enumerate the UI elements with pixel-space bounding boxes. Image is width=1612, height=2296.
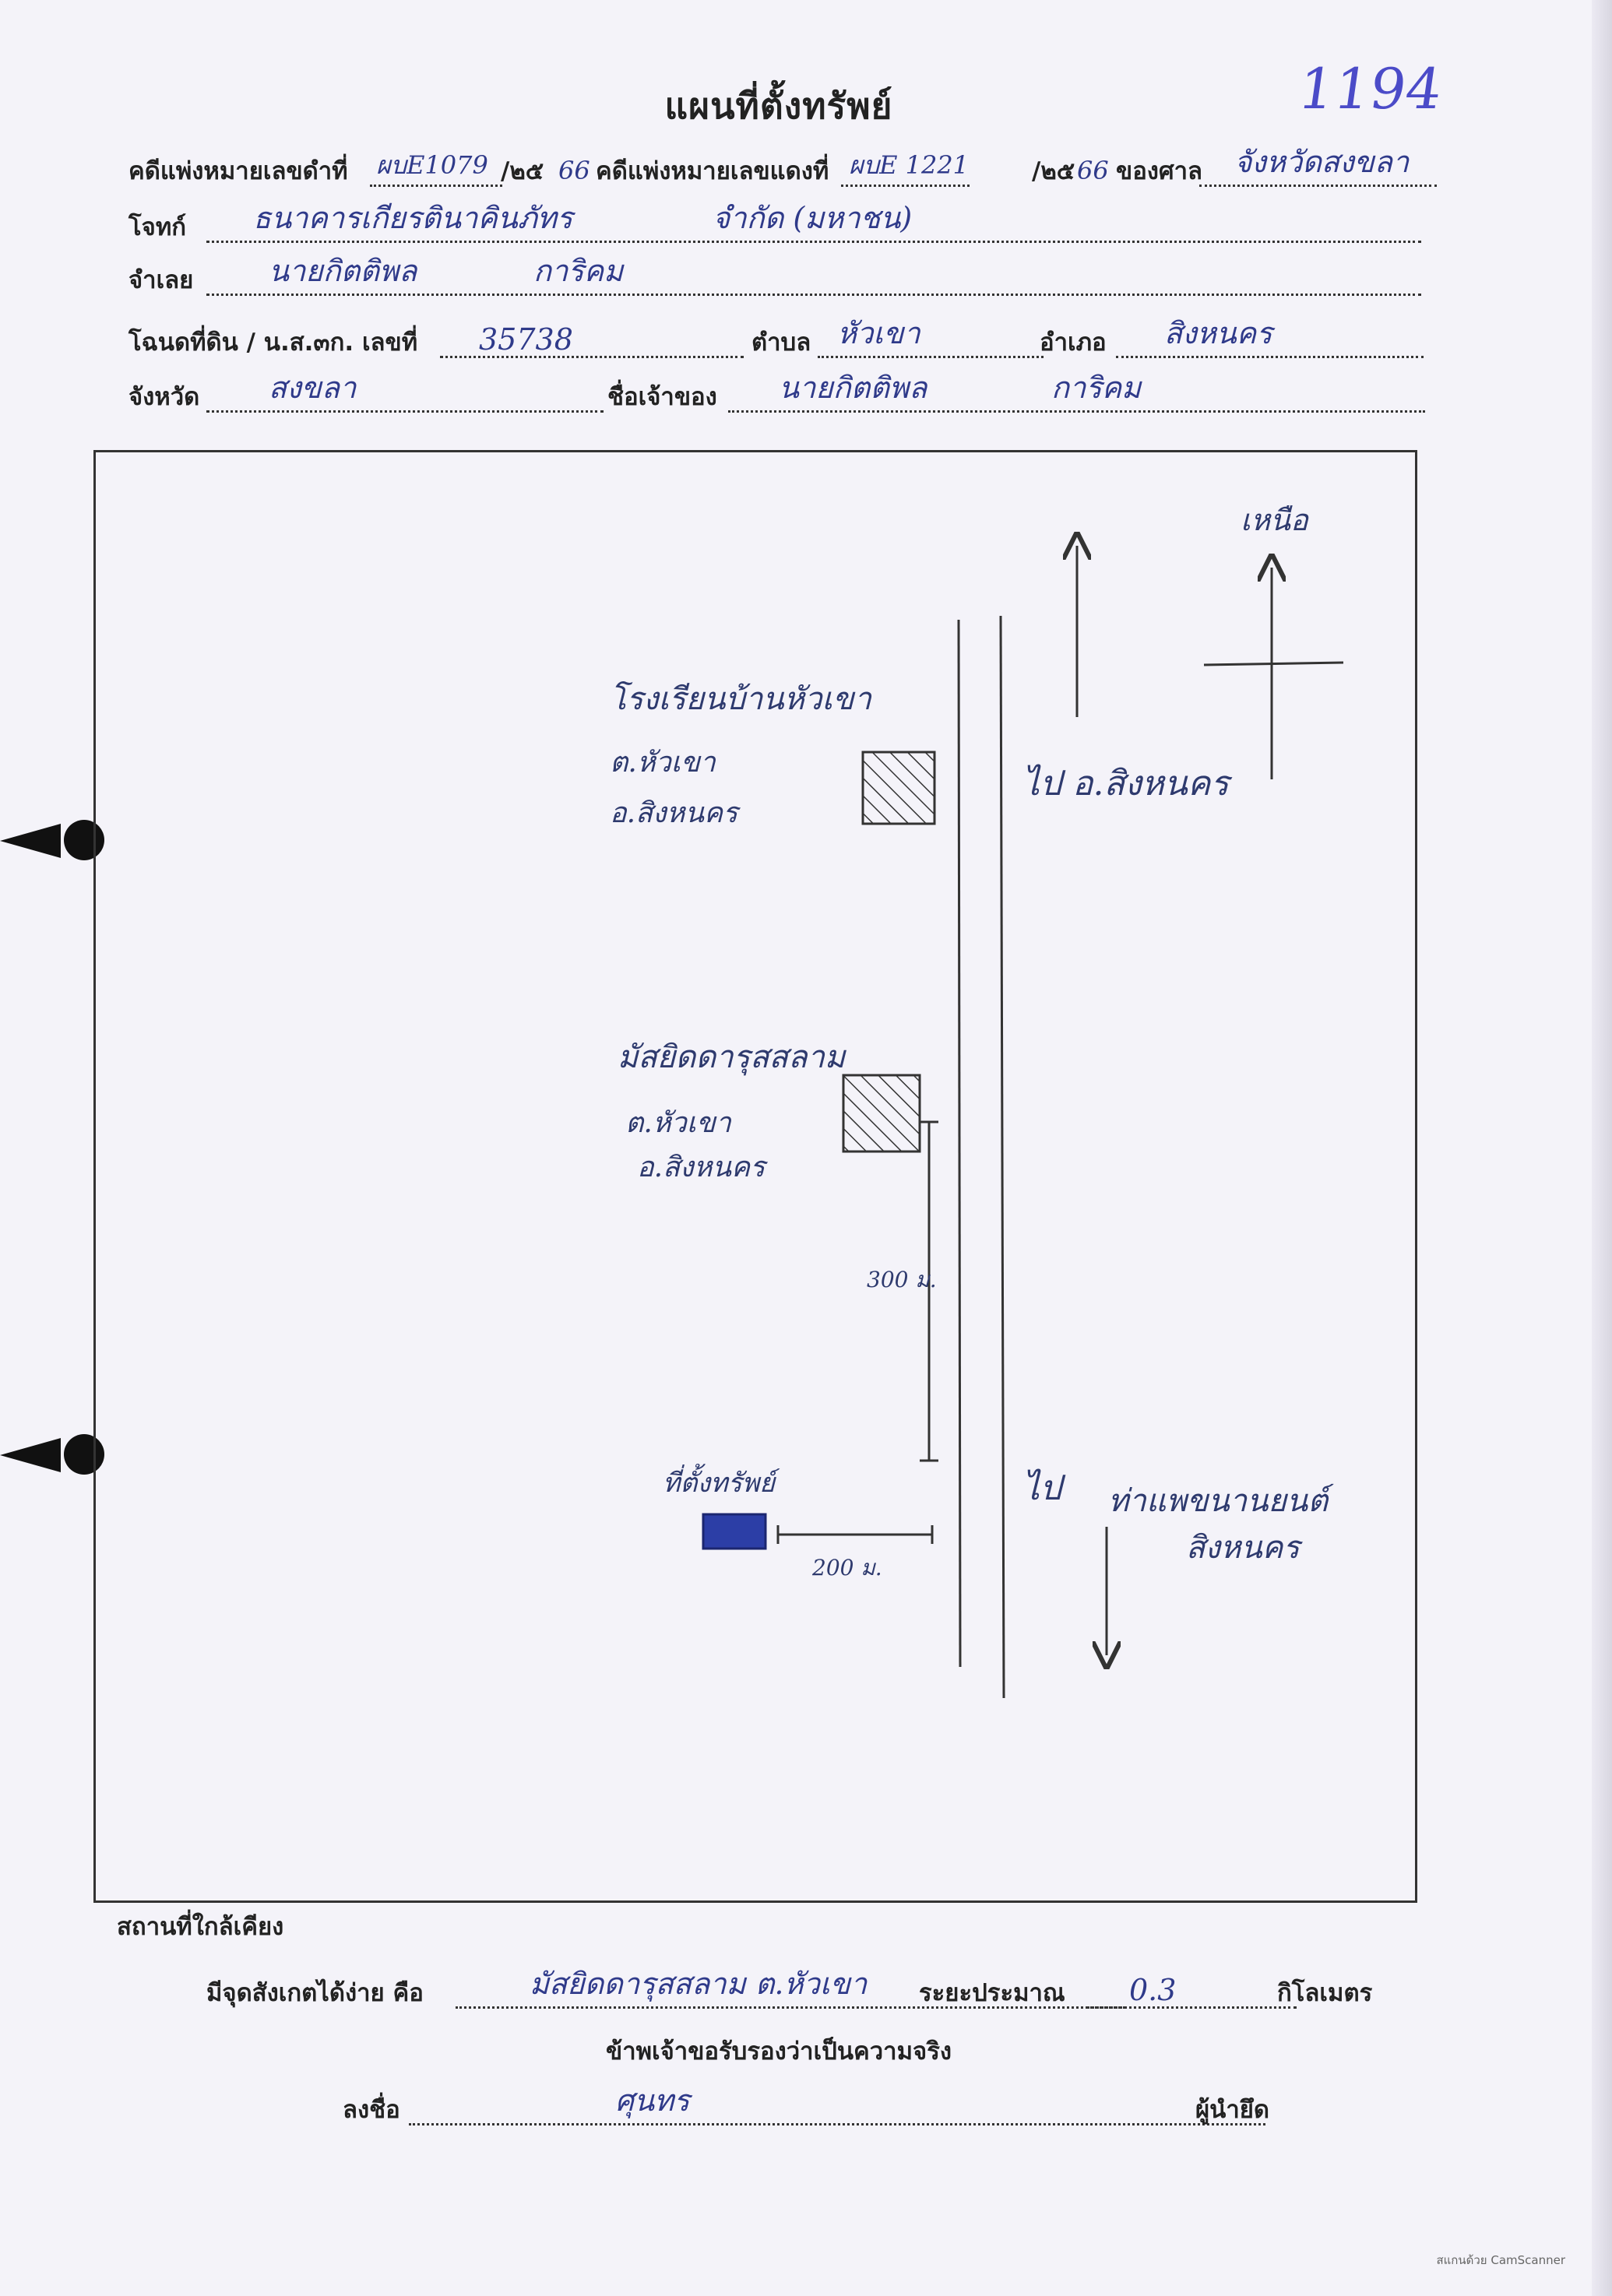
deed-number: 35738 <box>479 322 573 357</box>
red-case-number: ผบE 1221 <box>849 150 970 180</box>
black-case-number: ผบE1079 <box>376 150 488 180</box>
black-case-label: คดีแพ่งหมายเลขดำที่ <box>128 157 348 185</box>
defendant-label: จำเลย <box>128 266 194 294</box>
mosque-district: อ.สิงหนคร <box>637 1152 769 1183</box>
signature-row: ลงชื่อ ศุนทร ผู้นำยึด <box>343 2083 1355 2133</box>
page-edge <box>1592 0 1612 2296</box>
owner-surname: การิคม <box>1051 371 1142 405</box>
school-subdistrict: ต.หัวเขา <box>610 747 717 779</box>
black-case-year-prefix: /๒๕ <box>501 157 544 185</box>
subdistrict-label: ตำบล <box>751 329 811 357</box>
nearby-row: สถานที่ใกล้เคียง <box>117 1904 740 1950</box>
red-case-label: คดีแพ่งหมายเลขแดงที่ <box>596 157 829 185</box>
binder-tab-bottom <box>0 1438 61 1472</box>
landmark-value: มัสยิดดารุสสลาม ต.หัวเขา <box>530 1967 868 2001</box>
scanner-watermark: สแกนด้วย CamScanner <box>1436 2253 1565 2267</box>
red-case-year-prefix: /๒๕ <box>1032 157 1075 185</box>
distance-road: 300 ม. <box>867 1267 937 1292</box>
landmark-label: มีจุดสังเกตได้ง่าย คือ <box>206 1979 424 2007</box>
defendant-row: จำเลย นายกิตติพล การิคม <box>128 254 1452 304</box>
defendant-surname: การิคม <box>533 254 624 288</box>
plaintiff-label: โจทก์ <box>128 213 187 241</box>
plaintiff-suffix: จำกัด (มหาชน) <box>713 201 913 235</box>
district-value: สิงหนคร <box>1164 316 1272 350</box>
property-label: ที่ตั้งทรัพย์ <box>663 1463 780 1499</box>
binder-tab-top <box>0 824 61 858</box>
distance-unit: กิโลเมตร <box>1277 1979 1373 2007</box>
province-value: สงขลา <box>269 371 357 405</box>
red-case-year: 66 <box>1077 156 1109 185</box>
distance-label: ระยะประมาณ <box>919 1979 1065 2007</box>
to-bottom-prefix: ไป <box>1022 1468 1066 1508</box>
district-label: อำเภอ <box>1040 329 1107 357</box>
province-label: จังหวัด <box>128 383 200 411</box>
binder-hole-bottom <box>64 1434 104 1475</box>
black-case-year: 66 <box>558 156 590 185</box>
landmark-row: มีจุดสังเกตได้ง่าย คือ มัสยิดดารุสสลาม ต… <box>206 1967 1491 2016</box>
court-label: ของศาล <box>1116 157 1203 185</box>
map-svg: เหนือ ไป อ.สิงหนคร โรงเรียนบ้านหัวเขา ต.… <box>610 503 1344 1699</box>
sign-label: ลงชื่อ <box>343 2096 400 2124</box>
signature: ศุนทร <box>615 2083 690 2118</box>
deed-row: โฉนดที่ดิน / น.ส.๓ก. เลขที่ 35738 ตำบล ห… <box>128 316 1452 366</box>
plaintiff-value: ธนาคารเกียรตินาคินภัทร <box>253 201 573 235</box>
certify-text: ข้าพเจ้าขอรับรองว่าเป็นความจริง <box>606 2038 952 2066</box>
nearby-label: สถานที่ใกล้เคียง <box>117 1913 284 1941</box>
mosque-name: มัสยิดดารุสสลาม <box>618 1039 847 1076</box>
page-title: แผนที่ตั้งทรัพย์ <box>664 85 893 127</box>
subdistrict-value: หัวเขา <box>837 316 920 350</box>
signer-role: ผู้นำยึด <box>1195 2096 1270 2124</box>
to-bottom-line1: ท่าแพขนานยนต์ <box>1108 1483 1334 1519</box>
case-row: คดีแพ่งหมายเลขดำที่ ผบE1079 /๒๕ 66 คดีแพ… <box>128 145 1452 195</box>
school-district: อ.สิงหนคร <box>610 797 741 829</box>
property-marker <box>702 1513 767 1550</box>
school-name: โรงเรียนบ้านหัวเขา <box>610 680 872 717</box>
distance-side: 200 ม. <box>811 1555 882 1580</box>
road-right-edge <box>999 615 1005 1699</box>
school-building <box>861 751 936 825</box>
compass-horizontal <box>1203 661 1344 666</box>
owner-value: นายกิตติพล <box>779 371 927 405</box>
province-row: จังหวัด สงขลา ชื่อเจ้าของ นายกิตติพล การ… <box>128 371 1452 420</box>
map-frame: เหนือ ไป อ.สิงหนคร โรงเรียนบ้านหัวเขา ต.… <box>93 450 1417 1903</box>
north-label: เหนือ <box>1241 503 1310 537</box>
certify-row: ข้าพเจ้าขอรับรองว่าเป็นความจริง <box>0 2028 1557 2075</box>
binder-hole-top <box>64 820 104 860</box>
court-value: จังหวัดสงขลา <box>1234 145 1410 179</box>
deed-label: โฉนดที่ดิน / น.ส.๓ก. เลขที่ <box>128 329 418 357</box>
defendant-value: นายกิตติพล <box>269 254 417 288</box>
to-top-label: ไป อ.สิงหนคร <box>1022 764 1233 803</box>
road-left-edge <box>957 619 962 1668</box>
to-bottom-line2: สิงหนคร <box>1186 1530 1303 1566</box>
mosque-subdistrict: ต.หัวเขา <box>625 1107 733 1139</box>
plaintiff-row: โจทก์ ธนาคารเกียรตินาคินภัทร จำกัด (มหาช… <box>128 201 1452 251</box>
mosque-building <box>842 1074 921 1153</box>
distance-value: 0.3 <box>1129 1973 1177 2007</box>
owner-label: ชื่อเจ้าของ <box>607 383 717 411</box>
